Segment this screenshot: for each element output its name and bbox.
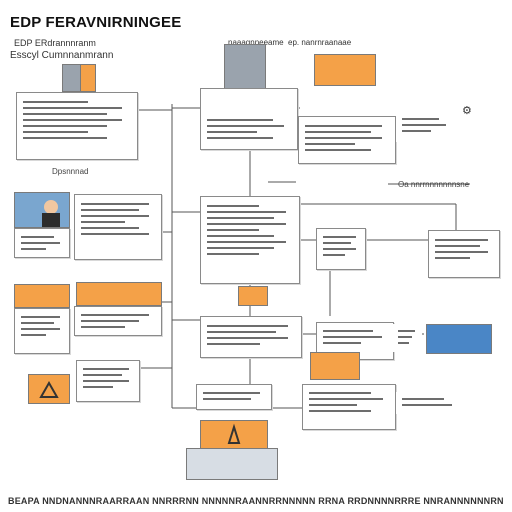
document-icon [227,423,241,444]
server-thumbnail [224,44,266,90]
right-text-block-2 [392,324,422,352]
user-icon [42,200,60,227]
left-node-3-detail [14,308,70,354]
right-note: Oa nnrrnnnnnnnsne [398,180,470,189]
hub-thumbnail [200,420,268,452]
top-header-left: naaagnneeame [228,38,284,47]
center-node-3 [200,196,300,284]
tool-thumbnail [14,284,70,308]
center-node-2 [298,116,396,164]
center-node-5 [200,316,302,358]
center-node-7 [196,384,272,410]
device-thumbnail-accent [80,64,96,92]
right-text-block-1 [396,112,456,142]
folder-icon [39,380,59,398]
left-node-1 [16,92,138,160]
chart-thumbnail [426,324,492,354]
top-header-right: ep. nanrnraanaae [288,38,352,47]
subtitle-2: Esscyl Cumnnanmrann [10,50,114,61]
left-node-2-detail [14,228,70,258]
diagram-title: EDP FERAVNIRNINGEE [10,14,182,31]
center-node-8 [302,384,396,430]
laptop-thumbnail [314,54,376,86]
hub-screenshot [186,448,278,480]
footer-text: BEAPA NNDNANNNRAARRAAN NNRRRNN NNNNNRAAN… [8,496,504,506]
center-node-4 [316,228,366,270]
person-thumbnail [14,192,70,228]
package-thumbnail [238,286,268,306]
gear-icon: ⚙ [462,105,472,117]
folder-thumbnail [28,374,70,404]
mobile-thumbnail [310,352,360,380]
left-node-2 [74,194,162,260]
banner-thumbnail [76,282,162,306]
left-node-4 [76,360,140,402]
center-node-1 [200,88,298,150]
left-caption: Dpsnnnad [52,167,89,176]
right-node-1 [428,230,500,278]
left-node-3 [74,306,162,336]
subtitle-1: EDP ERdrannnranm [14,38,96,48]
right-text-block-3 [396,392,462,414]
device-thumbnail [62,64,82,92]
